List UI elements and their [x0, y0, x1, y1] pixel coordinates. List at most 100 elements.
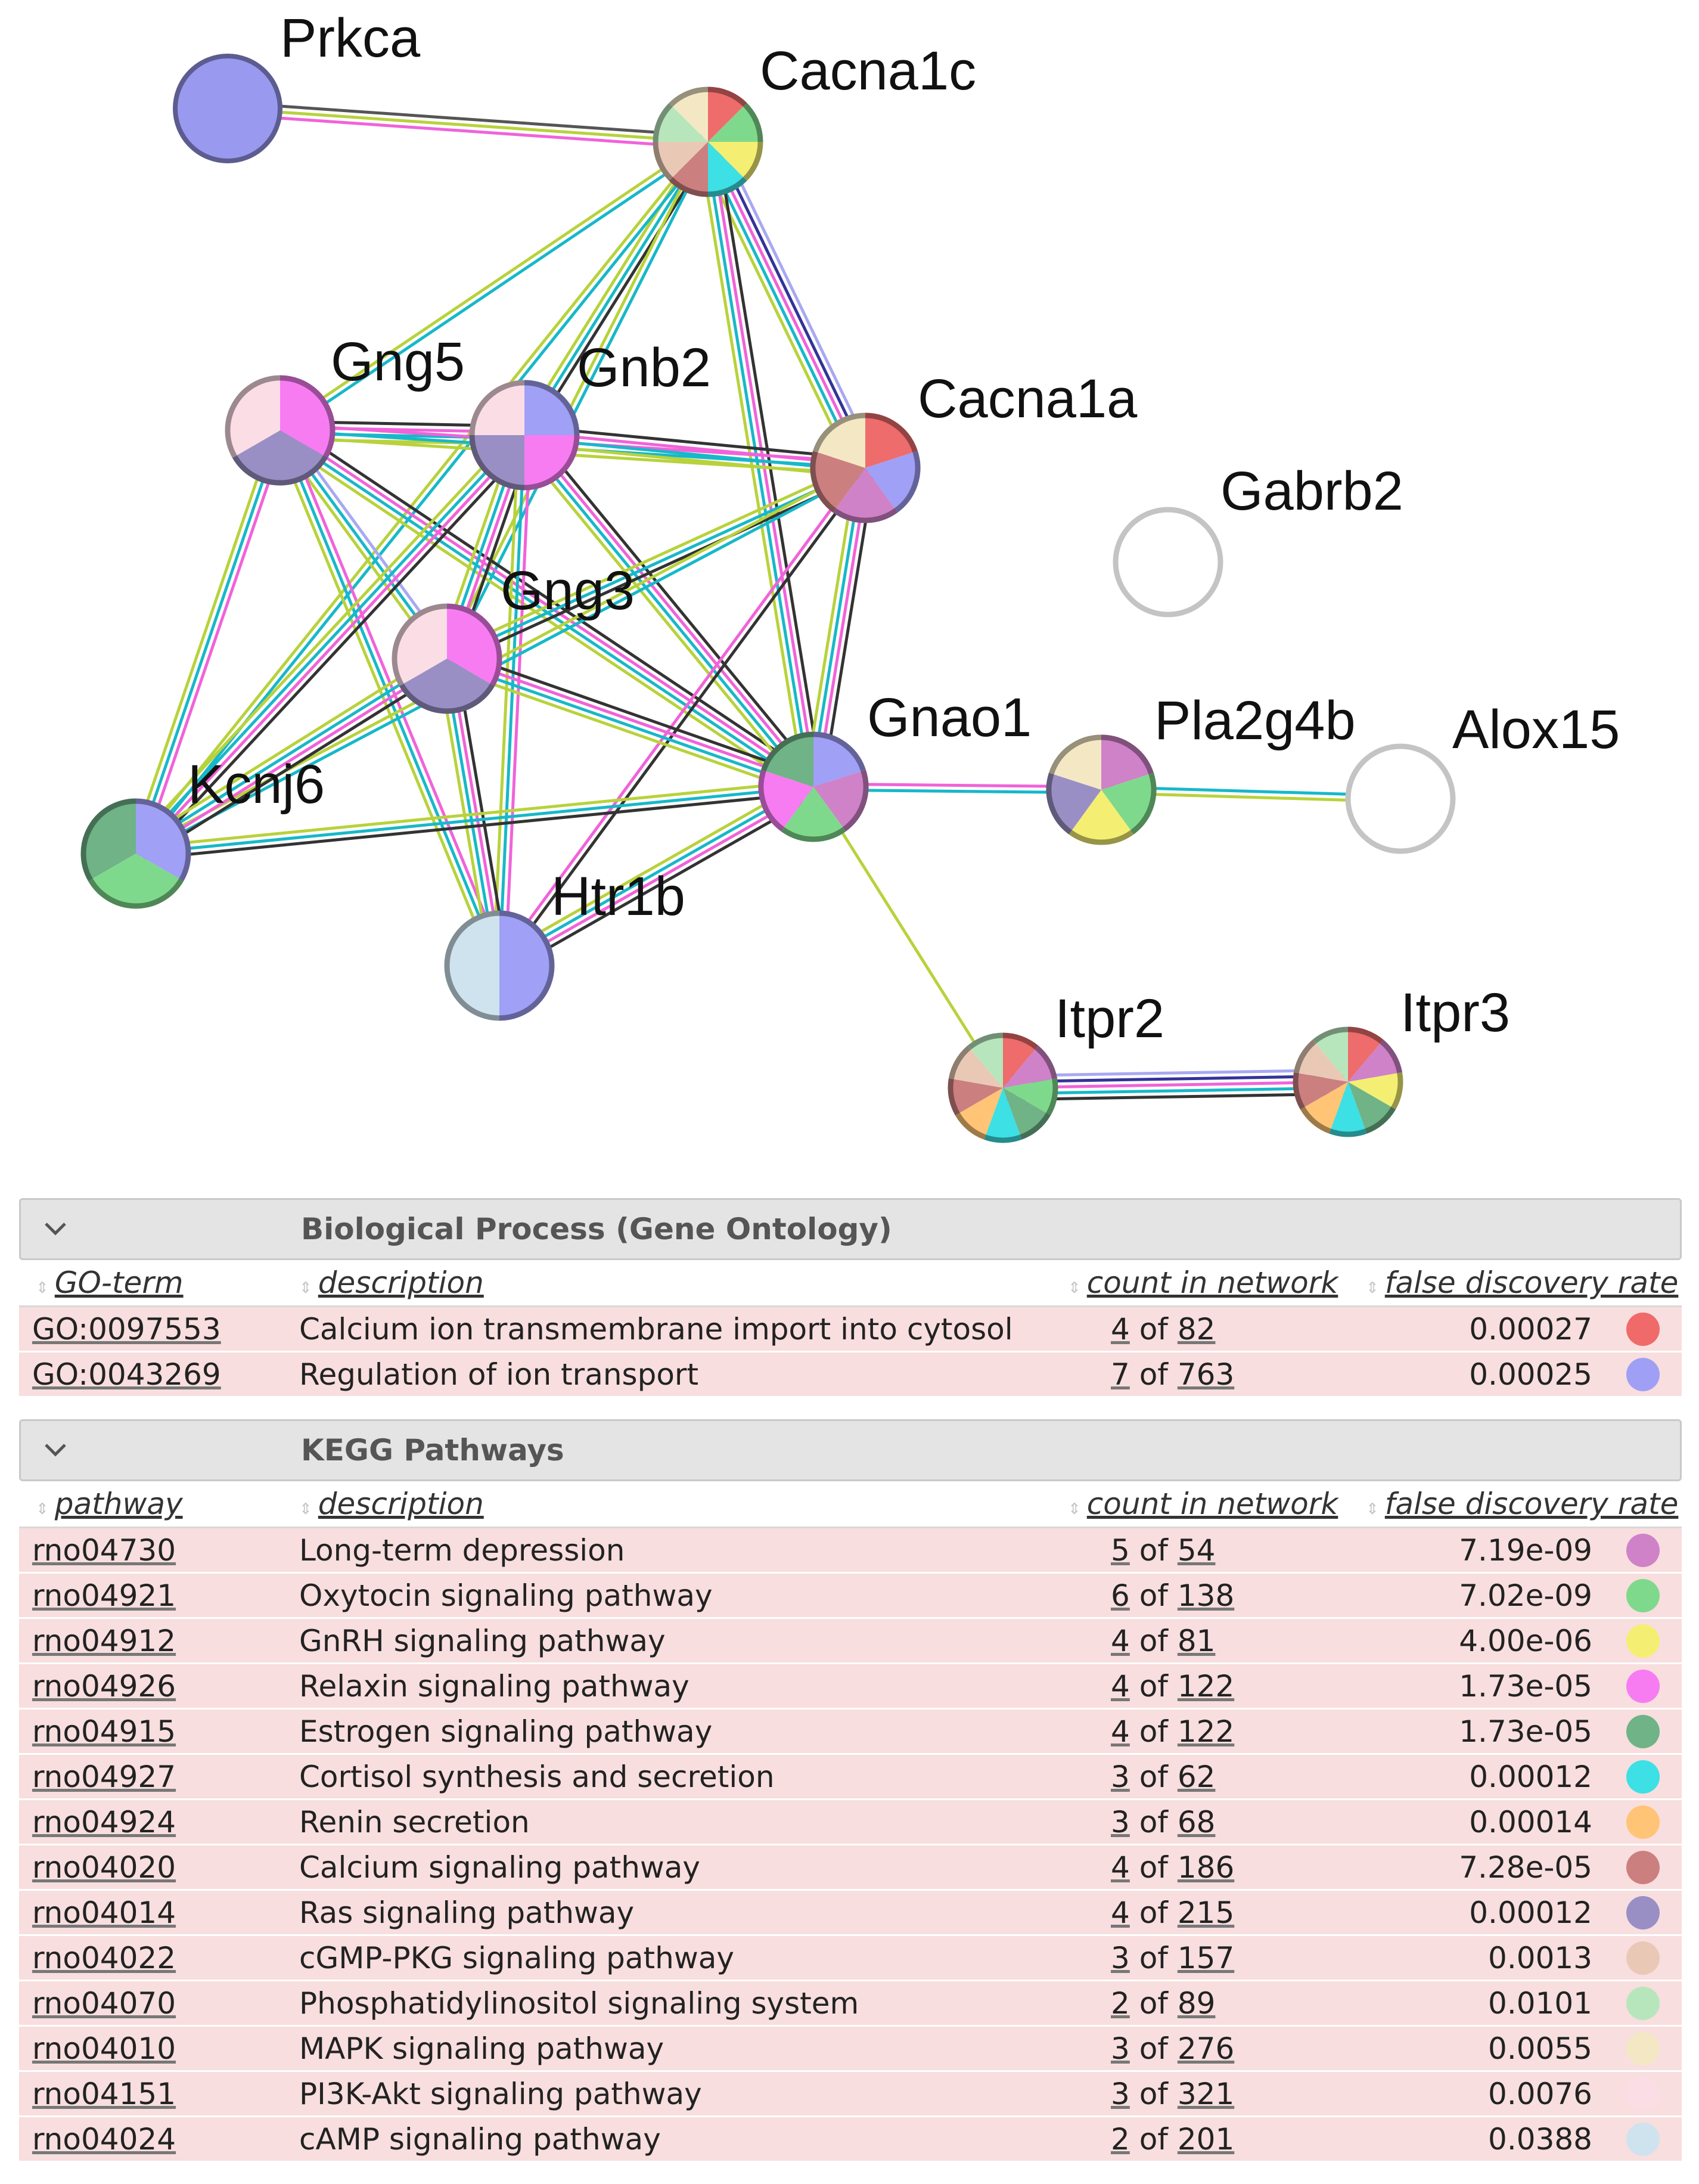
- highlight-color-swatch[interactable]: [1604, 1941, 1682, 1975]
- term-id[interactable]: rno04926: [32, 1668, 176, 1704]
- edge-prkca-cacna1c[interactable]: [227, 101, 709, 150]
- color-dot-icon[interactable]: [1626, 1896, 1660, 1929]
- term-id[interactable]: GO:0097553: [32, 1311, 221, 1347]
- count-in-network[interactable]: 3 of 157: [1111, 1940, 1235, 1975]
- highlight-color-swatch[interactable]: [1604, 1805, 1682, 1839]
- term-id[interactable]: rno04924: [32, 1804, 176, 1839]
- column-header-description[interactable]: ⇕description: [299, 1265, 484, 1300]
- color-dot-icon[interactable]: [1626, 1714, 1660, 1748]
- highlight-color-swatch[interactable]: [1604, 1986, 1682, 2020]
- node-circle[interactable]: [1113, 507, 1223, 618]
- color-dot-icon[interactable]: [1626, 1760, 1660, 1794]
- sort-icon[interactable]: ⇕: [36, 1500, 49, 1518]
- node-cacna1a[interactable]: Cacna1a: [810, 368, 1138, 523]
- edge-gng5-kcnj6[interactable]: [129, 427, 287, 857]
- color-dot-icon[interactable]: [1626, 2122, 1660, 2156]
- edge-cacna1c-gng5[interactable]: [277, 138, 711, 435]
- column-header-pathway[interactable]: ⇕pathway: [36, 1487, 183, 1521]
- count-in-network[interactable]: 4 of 122: [1111, 1668, 1235, 1704]
- term-id[interactable]: rno04022: [32, 1940, 176, 1975]
- count-in-network[interactable]: 3 of 321: [1111, 2076, 1235, 2111]
- color-dot-icon[interactable]: [1626, 2031, 1660, 2065]
- node-cacna1c[interactable]: Cacna1c: [653, 41, 976, 197]
- count-in-network[interactable]: 3 of 276: [1111, 2031, 1235, 2066]
- node-htr1b[interactable]: Htr1b: [444, 866, 685, 1021]
- highlight-color-swatch[interactable]: [1604, 1669, 1682, 1703]
- highlight-color-swatch[interactable]: [1604, 1312, 1682, 1346]
- count-in-network[interactable]: 5 of 54: [1111, 1532, 1216, 1568]
- node-gng3[interactable]: Gng3: [392, 560, 635, 714]
- sort-icon[interactable]: ⇕: [1068, 1500, 1081, 1518]
- color-dot-icon[interactable]: [1626, 1312, 1660, 1346]
- sort-icon[interactable]: ⇕: [36, 1279, 49, 1296]
- sort-icon[interactable]: ⇕: [299, 1279, 312, 1296]
- section-header-biological-process[interactable]: Biological Process (Gene Ontology): [19, 1198, 1682, 1260]
- color-dot-icon[interactable]: [1626, 1533, 1660, 1567]
- sort-icon[interactable]: ⇕: [1366, 1500, 1379, 1518]
- color-dot-icon[interactable]: [1626, 1941, 1660, 1975]
- node-gng5[interactable]: Gng5: [225, 331, 465, 486]
- count-in-network[interactable]: 7 of 763: [1111, 1357, 1235, 1392]
- node-alox15[interactable]: Alox15: [1345, 699, 1620, 854]
- term-id[interactable]: rno04921: [32, 1578, 176, 1613]
- color-dot-icon[interactable]: [1626, 1624, 1660, 1658]
- sort-icon[interactable]: ⇕: [1366, 1279, 1379, 1296]
- sort-icon[interactable]: ⇕: [1068, 1279, 1081, 1296]
- highlight-color-swatch[interactable]: [1604, 1578, 1682, 1612]
- term-id[interactable]: rno04010: [32, 2031, 176, 2066]
- highlight-color-swatch[interactable]: [1604, 2031, 1682, 2065]
- highlight-color-swatch[interactable]: [1604, 1850, 1682, 1884]
- count-in-network[interactable]: 2 of 201: [1111, 2121, 1235, 2157]
- highlight-color-swatch[interactable]: [1604, 1624, 1682, 1658]
- count-in-network[interactable]: 2 of 89: [1111, 1986, 1216, 2021]
- edge-cacna1a-gng3[interactable]: [443, 461, 869, 666]
- count-in-network[interactable]: 6 of 138: [1111, 1578, 1235, 1613]
- highlight-color-swatch[interactable]: [1604, 2122, 1682, 2156]
- term-id[interactable]: rno04020: [32, 1850, 176, 1885]
- edge-gnb2-gnao1[interactable]: [516, 428, 822, 794]
- edge-gnb2-htr1b[interactable]: [492, 435, 532, 966]
- edge-gnao1-htr1b[interactable]: [494, 777, 819, 975]
- count-in-network[interactable]: 4 of 122: [1111, 1714, 1235, 1749]
- edge-gnao1-itpr2[interactable]: [812, 786, 1005, 1089]
- node-itpr2[interactable]: Itpr2: [948, 988, 1164, 1143]
- highlight-color-swatch[interactable]: [1604, 1357, 1682, 1391]
- color-dot-icon[interactable]: [1626, 1669, 1660, 1703]
- column-header-count[interactable]: ⇕count in network: [1068, 1265, 1338, 1300]
- highlight-color-swatch[interactable]: [1604, 1760, 1682, 1794]
- term-id[interactable]: rno04915: [32, 1714, 176, 1749]
- color-dot-icon[interactable]: [1626, 1578, 1660, 1612]
- edge-gnao1-kcnj6[interactable]: [135, 779, 815, 861]
- highlight-color-swatch[interactable]: [1604, 1533, 1682, 1567]
- term-id[interactable]: rno04014: [32, 1895, 176, 1930]
- node-prkca[interactable]: Prkca: [173, 8, 421, 163]
- highlight-color-swatch[interactable]: [1604, 1714, 1682, 1748]
- column-header-go-term[interactable]: ⇕GO-term: [36, 1265, 184, 1300]
- edge-gng3-gnao1[interactable]: [443, 649, 817, 797]
- term-id[interactable]: rno04024: [32, 2121, 176, 2157]
- count-in-network[interactable]: 4 of 81: [1111, 1623, 1216, 1658]
- highlight-color-swatch[interactable]: [1604, 2077, 1682, 2111]
- edge-cacna1c-gnb2[interactable]: [518, 138, 715, 439]
- node-circle[interactable]: [1345, 743, 1456, 854]
- term-id[interactable]: rno04070: [32, 1986, 176, 2021]
- count-in-network[interactable]: 4 of 186: [1111, 1850, 1235, 1885]
- count-in-network[interactable]: 4 of 215: [1111, 1895, 1235, 1930]
- column-header-count[interactable]: ⇕count in network: [1068, 1487, 1338, 1521]
- edge-gng3-kcnj6[interactable]: [130, 650, 453, 863]
- term-id[interactable]: rno04927: [32, 1759, 176, 1794]
